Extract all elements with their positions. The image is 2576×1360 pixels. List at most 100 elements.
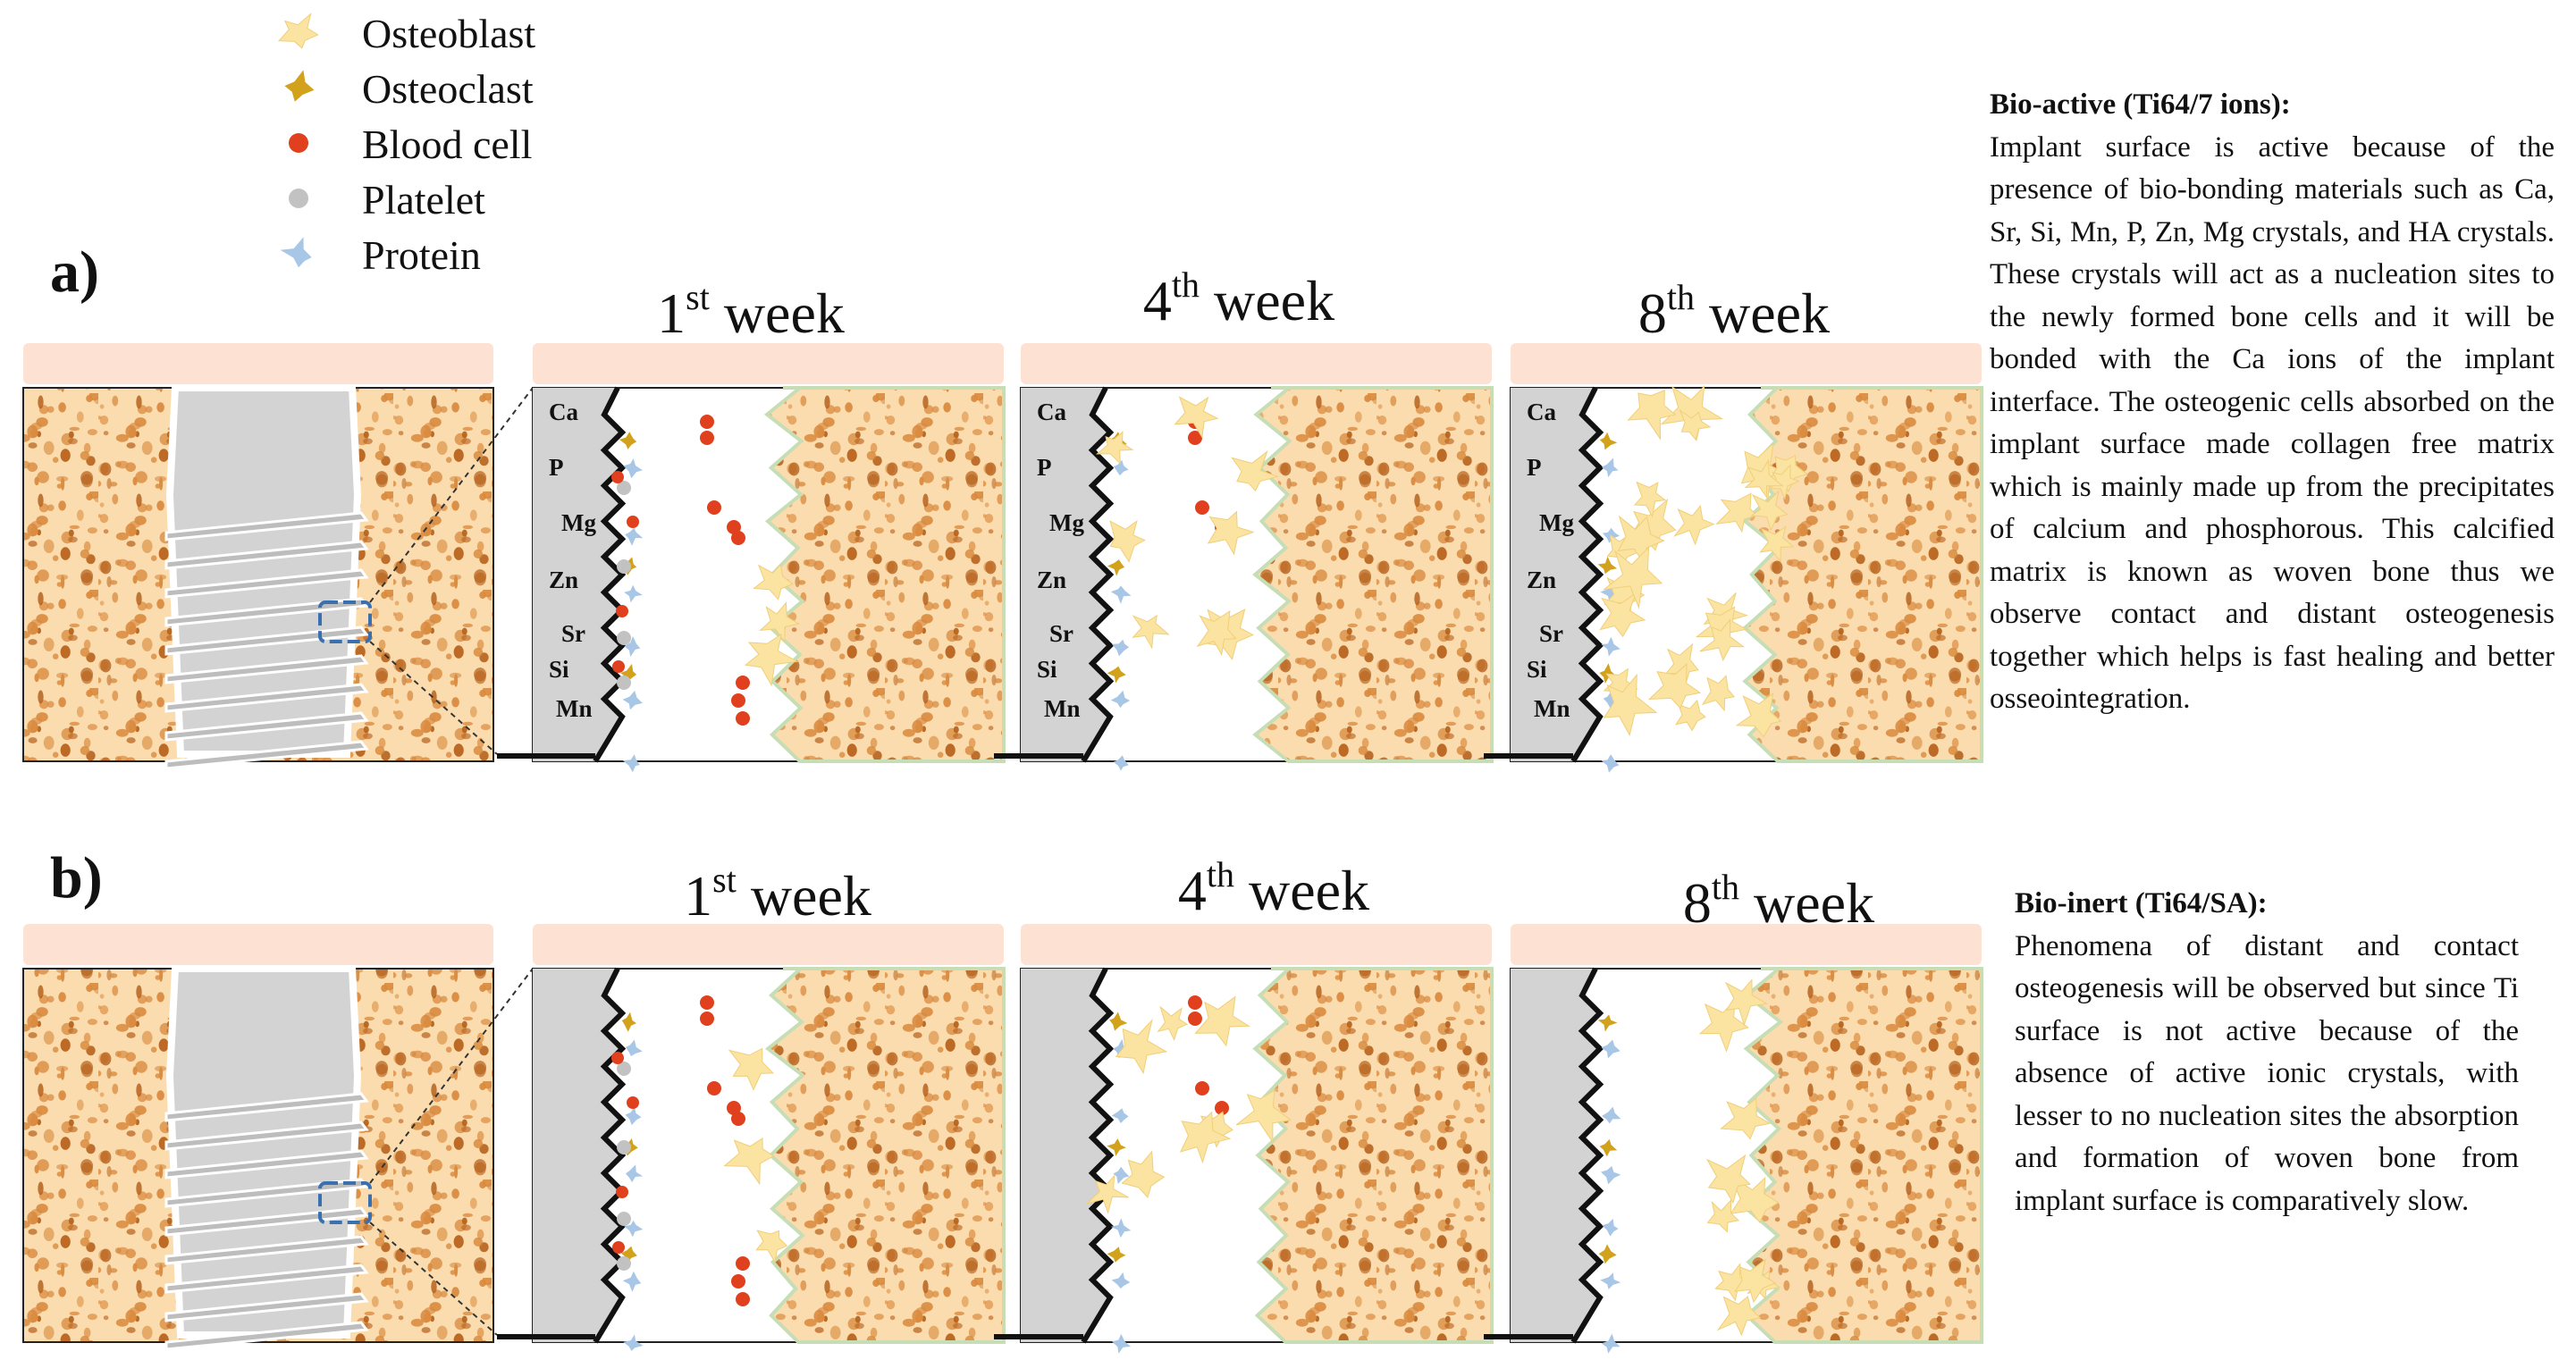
osteoblast: [755, 1230, 788, 1263]
zoom-box: [318, 600, 372, 643]
protein: [1601, 1039, 1621, 1059]
zoom-guide-line: [369, 641, 498, 755]
protein: [1601, 754, 1620, 773]
osteoblast: [1174, 396, 1219, 439]
blood-cell: [736, 1292, 750, 1306]
week-panel: [1484, 924, 1983, 1354]
protein: [1112, 1333, 1132, 1354]
osteoblast: [1196, 610, 1237, 656]
protein: [1112, 639, 1130, 657]
soft-tissue-band: [23, 924, 493, 965]
osteoclast: [619, 432, 637, 449]
blood-cell: [1195, 500, 1209, 515]
week-title: 8th week: [1537, 869, 2020, 935]
legend-item-platelet: Platelet: [268, 172, 644, 225]
element-label: Mn: [1044, 695, 1081, 722]
implant-thread: [164, 1263, 369, 1294]
legend: Osteoblast Osteoclast Blood cell Platele…: [268, 5, 644, 277]
blood-cell: [700, 995, 714, 1010]
element-label: Zn: [549, 567, 578, 593]
protein: [1110, 585, 1132, 604]
element-label: Si: [1037, 656, 1057, 683]
element-label: P: [549, 454, 564, 481]
week-panel: [994, 924, 1494, 1354]
protein: [623, 458, 643, 479]
implant-surface: [1021, 969, 1110, 1342]
element-label: Sr: [1049, 620, 1073, 647]
blood-cell: [612, 1241, 625, 1254]
osteoblast: [1121, 1150, 1166, 1198]
protein: [1603, 690, 1620, 709]
legend-item-blood-cell: Blood cell: [268, 116, 644, 170]
osteoblast: [1750, 490, 1789, 532]
week-word: week: [1214, 269, 1335, 332]
protein: [622, 691, 643, 710]
osteoclast: [284, 70, 315, 102]
week-ordinal: th: [1711, 867, 1740, 907]
osteoclast: [621, 1246, 637, 1263]
zoom-guide-line: [369, 1221, 498, 1336]
implant-thread: [164, 1235, 369, 1265]
element-label: Ca: [549, 399, 578, 425]
protein: [1600, 583, 1620, 601]
week-ordinal: th: [1206, 854, 1235, 894]
element-label: Ca: [1037, 399, 1066, 425]
blood-cell: [616, 605, 628, 617]
blood-cell: [612, 660, 625, 673]
platelet-icon: [289, 189, 308, 208]
element-label: Sr: [561, 620, 585, 647]
week-number: 8: [1637, 281, 1667, 345]
osteoclast: [1107, 1138, 1126, 1156]
week-ordinal: st: [712, 860, 737, 900]
implant-thread: [164, 711, 369, 742]
osteoblast: [753, 563, 794, 600]
implant-interface: [1570, 967, 1604, 1344]
bone-tissue: [1743, 967, 1983, 1344]
soft-tissue-band: [23, 343, 493, 384]
zoom-box: [318, 1181, 372, 1224]
protein: [1113, 459, 1129, 476]
osteoclast: [1107, 666, 1126, 684]
blood-cell: [616, 1186, 628, 1198]
osteoclast: [1109, 1012, 1128, 1031]
protein: [1601, 636, 1621, 657]
week-number: 4: [1142, 269, 1172, 332]
protein: [623, 1334, 644, 1351]
description-bio-active: Bio-active (Ti64/7 ions): Implant surfac…: [1990, 84, 2555, 721]
protein: [1110, 690, 1131, 709]
implant-thread: [164, 625, 369, 656]
bone-tissue: [1252, 386, 1494, 763]
blood-cell: [1215, 1101, 1229, 1115]
implant-thread: [164, 1321, 369, 1351]
osteoblast: [1648, 663, 1702, 709]
implant-interface: [1570, 386, 1604, 763]
osteoblast: [1603, 673, 1658, 736]
osteoblast: [1660, 384, 1724, 441]
protein: [626, 1164, 644, 1183]
protein: [1111, 1272, 1131, 1289]
osteoclast: [1599, 432, 1618, 450]
protein: [1113, 1166, 1130, 1184]
blood-cell: [736, 1256, 750, 1271]
blood-cell: [707, 500, 721, 515]
blood-cell: [611, 1052, 624, 1064]
protein-icon: [280, 237, 312, 268]
osteoblast: [1720, 1097, 1772, 1140]
week-number: 4: [1177, 859, 1207, 922]
element-label: Zn: [1527, 567, 1556, 593]
element-label: Ca: [1527, 399, 1556, 425]
implant-surface: [533, 969, 622, 1342]
blood-cell: [1188, 1012, 1202, 1026]
element-label: Zn: [1037, 567, 1066, 593]
platelet: [617, 481, 631, 495]
protein: [625, 527, 644, 546]
implant-thread: [164, 683, 369, 713]
osteoblast: [1679, 408, 1712, 441]
osteoblast: [1207, 510, 1255, 556]
protein: [1111, 1108, 1129, 1124]
osteoblast-icon: [277, 13, 319, 49]
implant-thread: [164, 540, 369, 570]
osteoblast: [1734, 1258, 1777, 1304]
